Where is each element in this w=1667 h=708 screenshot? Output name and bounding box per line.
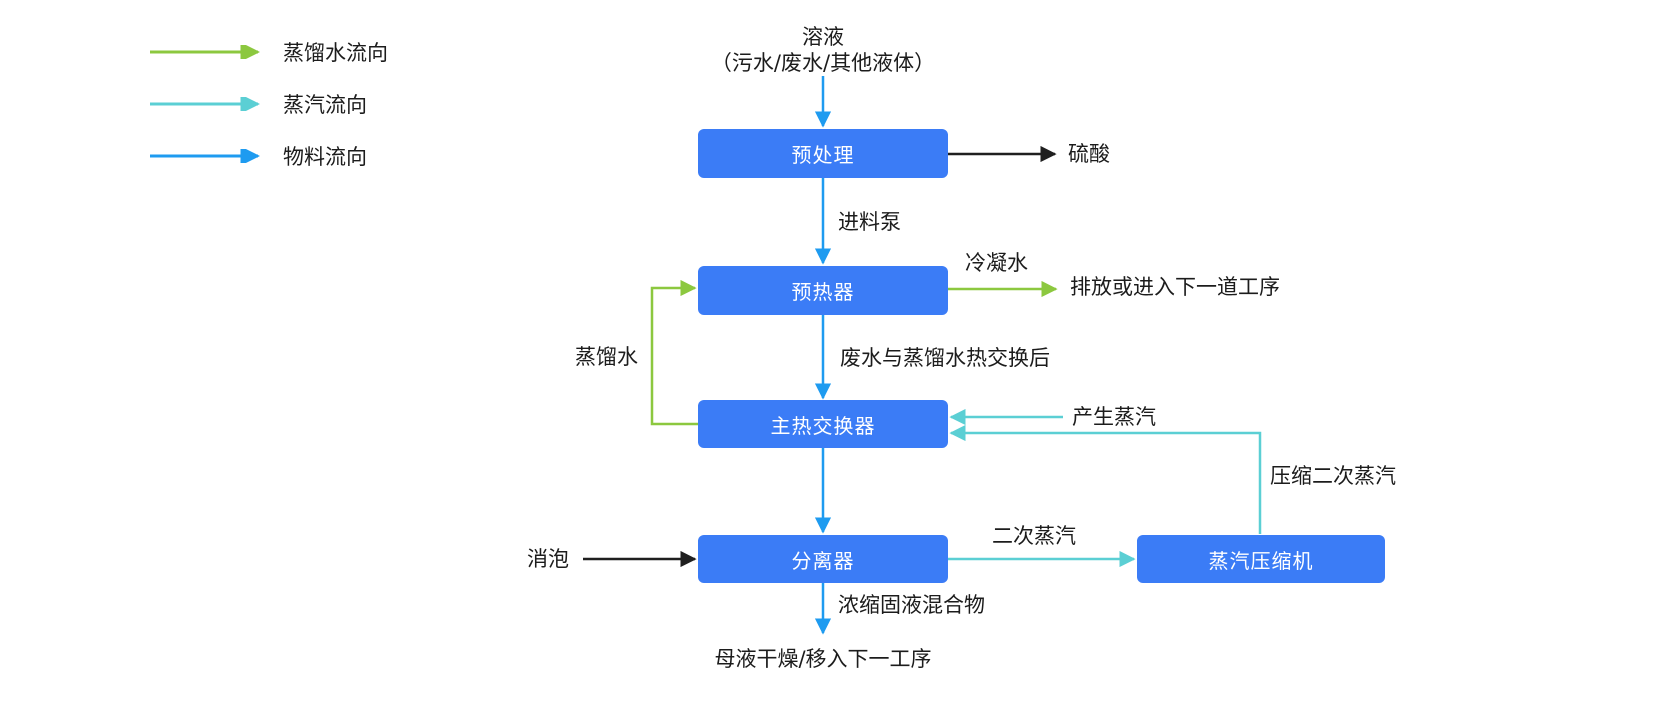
steam-arrow-icon xyxy=(150,97,260,111)
node-pretreatment: 预处理 xyxy=(698,129,948,178)
legend-item-material: 物料流向 xyxy=(148,143,367,169)
node-preheater: 预热器 xyxy=(698,266,948,315)
node-label: 蒸汽压缩机 xyxy=(1208,548,1314,573)
node-label: 预热器 xyxy=(791,280,855,304)
label-concentrated-mixture: 浓缩固液混合物 xyxy=(838,593,985,617)
label-defoam: 消泡 xyxy=(527,547,569,571)
label-condensate: 冷凝水 xyxy=(965,251,1028,275)
legend-label: 蒸汽流向 xyxy=(283,93,367,117)
node-separator: 分离器 xyxy=(698,535,948,583)
label-discharge-or-next: 排放或进入下一道工序 xyxy=(1070,275,1280,299)
label-compressed-secondary-steam: 压缩二次蒸汽 xyxy=(1270,464,1396,488)
label-distilled-water: 蒸馏水 xyxy=(575,345,638,369)
legend-item-distilled-water: 蒸馏水流向 xyxy=(148,39,388,65)
node-label: 预处理 xyxy=(791,143,855,167)
edge-compressor-to-mainhx xyxy=(949,424,1262,534)
legend-label: 物料流向 xyxy=(283,145,367,169)
label-sulfuric-acid: 硫酸 xyxy=(1068,142,1110,166)
solution-line2: （污水/废水/其他液体） xyxy=(710,51,936,75)
edge-mainhx-distilledwater-to-preheater xyxy=(650,279,698,426)
material-arrow-icon xyxy=(150,149,260,163)
node-steam-compressor: 蒸汽压缩机 xyxy=(1137,535,1385,583)
distilled-water-arrow-icon xyxy=(150,45,260,59)
source-solution-label: 溶液 （污水/废水/其他液体） xyxy=(623,24,1023,76)
node-label: 主热交换器 xyxy=(770,413,876,438)
legend-item-steam: 蒸汽流向 xyxy=(148,91,367,117)
legend-label: 蒸馏水流向 xyxy=(283,41,388,65)
label-after-heat-exchange: 废水与蒸馏水热交换后 xyxy=(840,346,1050,370)
node-main-heat-exchanger: 主热交换器 xyxy=(698,400,948,448)
label-secondary-steam: 二次蒸汽 xyxy=(992,524,1076,548)
label-mother-liquor-out: 母液干燥/移入下一工序 xyxy=(714,647,932,671)
label-feed-pump: 进料泵 xyxy=(838,210,901,234)
solution-line1: 溶液 xyxy=(802,25,844,49)
node-label: 分离器 xyxy=(791,548,855,573)
label-generated-steam: 产生蒸汽 xyxy=(1072,405,1156,429)
